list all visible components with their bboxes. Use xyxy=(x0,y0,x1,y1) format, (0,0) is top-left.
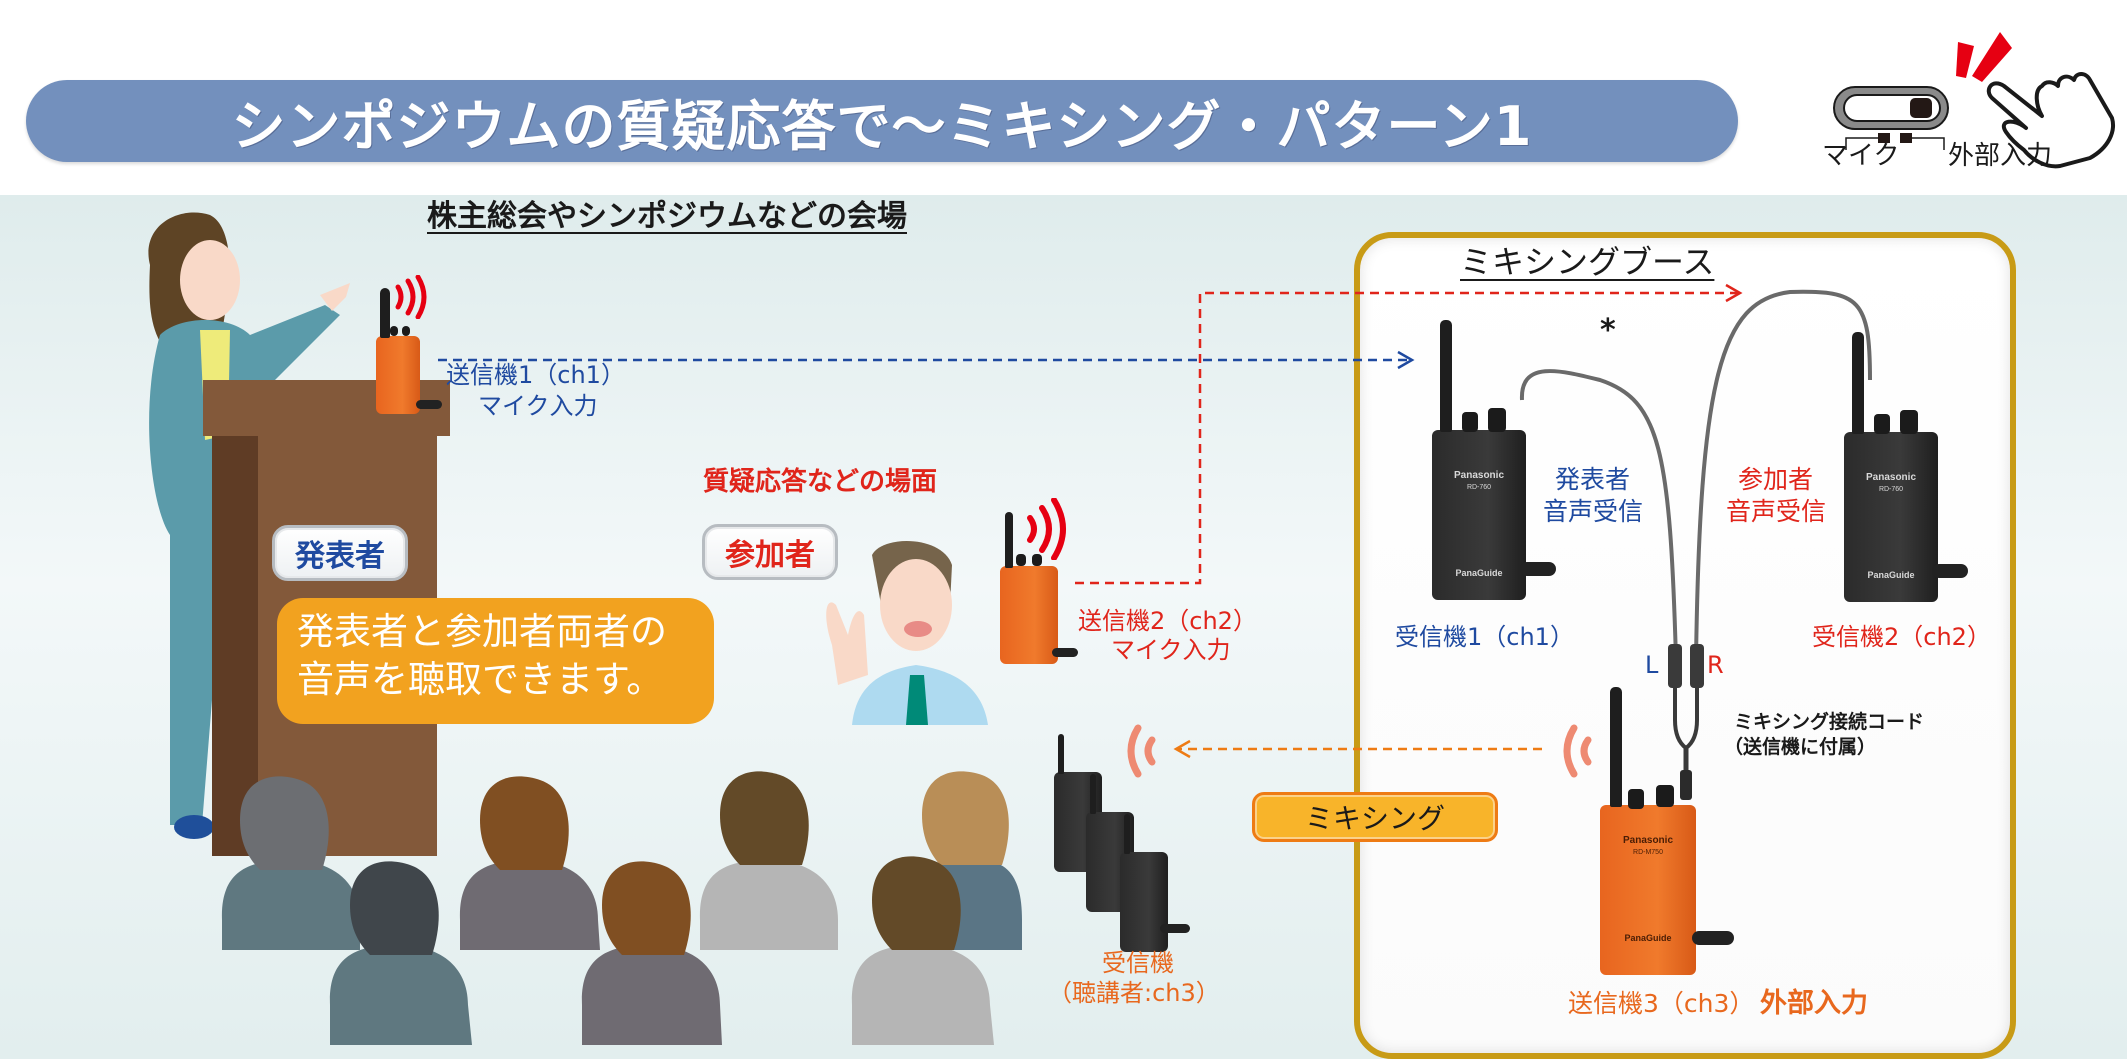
radio-waves-icon xyxy=(395,275,427,319)
transmitter-1-device xyxy=(376,288,442,414)
audience-member xyxy=(699,771,838,950)
callout-line-2: 音声を聴取できます。 xyxy=(297,658,664,701)
receiver-2-label: 受信機2（ch2） xyxy=(1812,623,1991,651)
receiver-2-brand: Panasonic xyxy=(1865,472,1917,483)
ch3-signal-arrow xyxy=(1173,739,1542,759)
pointing-hand-icon xyxy=(1956,32,2115,169)
audience-member xyxy=(851,856,994,1045)
ch1-signal-arrow xyxy=(438,350,1415,370)
participant-badge: 参加者 xyxy=(702,524,838,580)
asterisk-mark: * xyxy=(1600,313,1616,348)
receiver-2-product-line: PanaGuide xyxy=(1867,570,1915,580)
audience-member xyxy=(459,776,600,950)
receiver-2-caption-2: 音声受信 xyxy=(1726,497,1827,526)
transmitter-3-device: Panasonic RD-M750 PanaGuide xyxy=(1600,687,1734,975)
radio-waves-icon xyxy=(1563,724,1592,778)
mixing-badge-label: ミキシング xyxy=(1304,802,1445,835)
radio-waves-icon xyxy=(1027,498,1066,560)
transmitter-2-label: 送信機2（ch2） xyxy=(1078,607,1257,635)
mixing-cord xyxy=(1519,289,1872,800)
page-title: シンポジウムの質疑応答で〜ミキシング・パターン1 xyxy=(231,94,1533,158)
transmitter-3-product-line: PanaGuide xyxy=(1624,933,1672,943)
receiver-1-label: 受信機1（ch1） xyxy=(1395,623,1574,651)
audience-member xyxy=(221,776,360,950)
transmitter-3-label: 送信機3（ch3） xyxy=(1568,989,1755,1018)
ch2-signal-arrow xyxy=(1075,283,1743,585)
receiver-1-brand: Panasonic xyxy=(1453,470,1505,481)
receiver-1-product-line: PanaGuide xyxy=(1455,568,1503,578)
receiver-1-model: RD-760 xyxy=(1466,484,1492,491)
transmitter-2-device xyxy=(1000,512,1078,664)
receiver-1-caption-1: 発表者 xyxy=(1555,465,1631,494)
presenter-badge-label: 発表者 xyxy=(295,539,385,574)
participant-illustration xyxy=(826,541,988,725)
mixing-cord-note: （送信機に付属） xyxy=(1724,736,1877,758)
transmitter-3-model: RD-M750 xyxy=(1633,849,1663,856)
right-channel-label: R xyxy=(1707,651,1724,679)
radio-waves-icon xyxy=(1127,724,1156,778)
receiver-1-caption-2: 音声受信 xyxy=(1543,497,1644,526)
title-bar: シンポジウムの質疑応答で〜ミキシング・パターン1 xyxy=(26,80,1738,162)
switch-mic-label: マイク xyxy=(1822,141,1900,171)
booth-heading: ミキシングブース xyxy=(1460,243,1715,281)
transmitter-3-brand: Panasonic xyxy=(1622,835,1674,846)
audience-receiver-channel: （聴講者:ch3） xyxy=(1048,979,1220,1007)
participant-badge-label: 参加者 xyxy=(725,538,815,573)
qa-scene-label: 質疑応答などの場面 xyxy=(703,467,938,497)
transmitter-1-label: 送信機1（ch1） xyxy=(446,361,625,389)
audience-receiver-label: 受信機 xyxy=(1102,949,1174,977)
venue-heading: 株主総会やシンポジウムなどの会場 xyxy=(427,199,907,234)
receiver-2-caption-1: 参加者 xyxy=(1738,465,1814,494)
receiver-2-device: Panasonic RD-760 PanaGuide xyxy=(1844,332,1968,602)
left-channel-label: L xyxy=(1645,651,1659,679)
audience-member xyxy=(329,861,472,1045)
input-switch-legend: マイク 外部入力 xyxy=(1800,20,2120,185)
receiver-1-device: Panasonic RD-760 PanaGuide xyxy=(1432,320,1556,600)
mixing-badge: ミキシング xyxy=(1252,792,1498,842)
transmitter-1-input-label: マイク入力 xyxy=(478,392,598,420)
transmitter-3-input-label: 外部入力 xyxy=(1760,988,1868,1019)
presenter-badge: 発表者 xyxy=(272,525,408,581)
receiver-2-model: RD-760 xyxy=(1878,486,1904,493)
info-callout: 発表者と参加者両者の 音声を聴取できます。 xyxy=(277,598,714,724)
callout-line-1: 発表者と参加者両者の xyxy=(297,610,667,653)
slide-switch-icon xyxy=(1833,86,1949,150)
transmitter-2-input-label: マイク入力 xyxy=(1111,636,1231,664)
audience-receiver-device xyxy=(1120,814,1190,952)
switch-external-label: 外部入力 xyxy=(1948,141,2053,171)
mixing-cord-label: ミキシング接続コード xyxy=(1734,711,1925,733)
audience-illustration xyxy=(221,771,1022,1045)
audience-member xyxy=(581,861,722,1045)
